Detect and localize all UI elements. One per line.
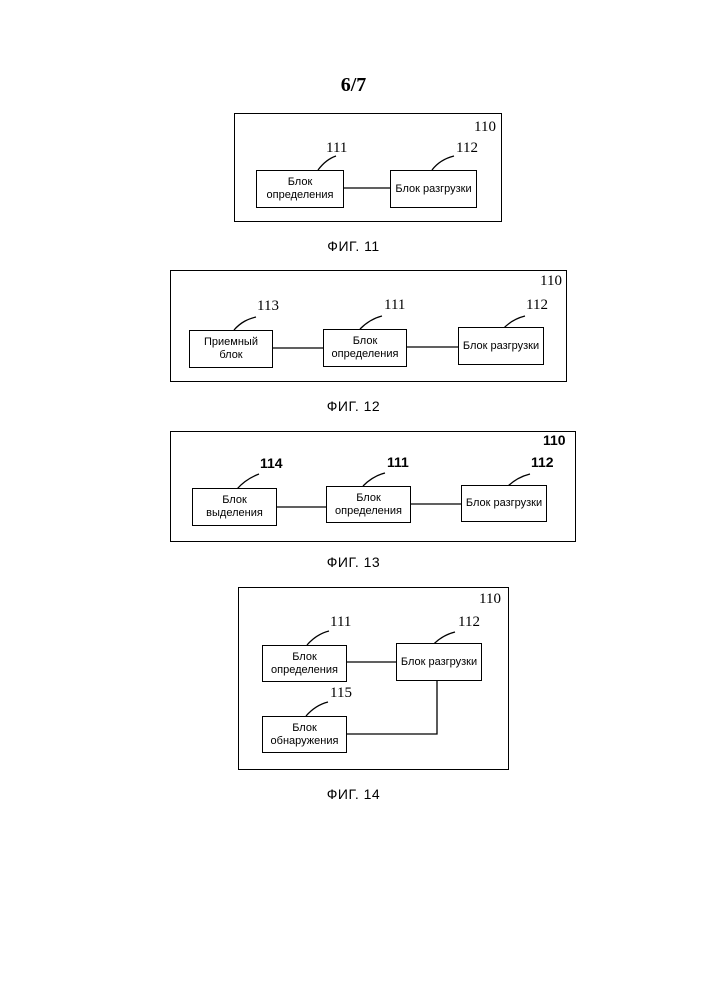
- fig11-determination-block: Блок определения: [256, 170, 344, 208]
- fig13-selection-block: Блок выделения: [192, 488, 277, 526]
- fig13-ref-112: 112: [531, 454, 554, 470]
- fig13-ref-110: 110: [543, 432, 566, 448]
- fig12-unloading-block: Блок разгрузки: [458, 327, 544, 365]
- fig13-determination-block: Блок определения: [326, 486, 411, 523]
- fig12-ref-110: 110: [540, 273, 562, 289]
- fig12-receiving-block: Приемный блок: [189, 330, 273, 368]
- fig11-unloading-block: Блок разгрузки: [390, 170, 477, 208]
- fig13-unloading-block: Блок разгрузки: [461, 485, 547, 522]
- fig12-caption: ФИГ. 12: [0, 398, 707, 414]
- fig13-ref-114: 114: [260, 455, 283, 471]
- fig11-ref-110: 110: [474, 119, 496, 135]
- fig14-caption: ФИГ. 14: [0, 786, 707, 802]
- fig11-ref-111: 111: [326, 140, 347, 156]
- fig12-ref-112: 112: [526, 297, 548, 313]
- fig14-determination-block: Блок определения: [262, 645, 347, 682]
- fig12-ref-111: 111: [384, 297, 405, 313]
- fig11-caption: ФИГ. 11: [0, 238, 707, 254]
- fig12-determination-block: Блок определения: [323, 329, 407, 367]
- fig14-ref-110: 110: [479, 591, 501, 607]
- fig14-ref-112: 112: [458, 614, 480, 630]
- fig14-ref-115: 115: [330, 685, 352, 701]
- fig13-ref-111: 111: [387, 454, 409, 470]
- fig14-detection-block: Блок обнаружения: [262, 716, 347, 753]
- sheet-number: 6/7: [0, 74, 707, 97]
- fig12-ref-113: 113: [257, 298, 279, 314]
- fig11-ref-112: 112: [456, 140, 478, 156]
- fig14-unloading-block: Блок разгрузки: [396, 643, 482, 681]
- fig14-ref-111: 111: [330, 614, 351, 630]
- fig13-caption: ФИГ. 13: [0, 554, 707, 570]
